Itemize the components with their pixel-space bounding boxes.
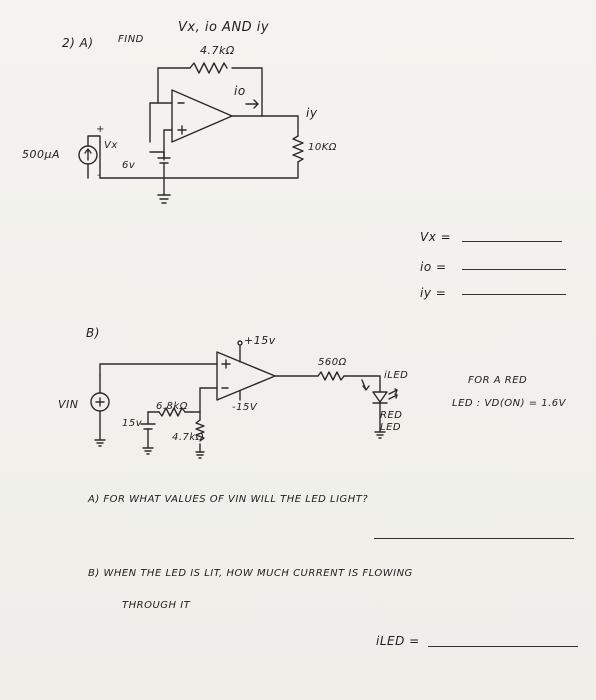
- circuit-a: [78, 62, 304, 204]
- led-label-line-2: LED: [380, 422, 402, 433]
- answer-iled-line[interactable]: [428, 646, 578, 647]
- vx-label: Vx: [104, 140, 118, 151]
- battery-b-label: 15v: [122, 418, 143, 429]
- led-current-label: iLED: [384, 370, 409, 381]
- answer-io-line[interactable]: [462, 269, 566, 270]
- r47k-label: 4.7kΩ: [172, 432, 204, 443]
- note-line-1: FOR A RED: [468, 375, 528, 386]
- answer-vx-line[interactable]: [462, 241, 562, 242]
- opamp-a-symbol: [171, 89, 233, 143]
- question-a-text: A) FOR WHAT VALUES OF VIN WILL THE LED L…: [88, 494, 369, 505]
- ground-a-symbol: [157, 194, 171, 204]
- r560-symbol: [317, 371, 345, 381]
- r47k-symbol: [195, 419, 205, 442]
- unknowns-label: Vx, io AND iy: [178, 20, 270, 35]
- feedback-resistor-label: 4.7kΩ: [200, 44, 235, 57]
- load-current-label: iy: [306, 106, 318, 120]
- answer-iy-label[interactable]: iy =: [420, 286, 447, 300]
- find-label: FIND: [118, 34, 144, 45]
- circuit-b: [90, 340, 398, 459]
- output-current-label: io: [234, 84, 246, 98]
- led-label-line-1: RED: [380, 410, 403, 421]
- question-a-answer-line[interactable]: [374, 538, 574, 539]
- part-a-heading: 2) A): [62, 36, 94, 50]
- supply-neg-label: -15V: [232, 402, 258, 413]
- battery-b-symbol: [140, 423, 156, 430]
- input-source-label: VIN: [58, 398, 79, 411]
- vx-minus-sign: -: [97, 170, 102, 181]
- answer-iled-label[interactable]: iLED =: [376, 634, 420, 648]
- load-resistor-symbol: [292, 135, 304, 163]
- question-b-text-1: B) WHEN THE LED IS LIT, HOW MUCH CURRENT…: [88, 568, 413, 579]
- answer-iy-line[interactable]: [462, 294, 566, 295]
- battery-a-label: 6v: [122, 160, 136, 171]
- r68k-symbol: [158, 407, 186, 417]
- feedback-resistor-symbol: [189, 62, 228, 74]
- part-b-heading: B): [86, 326, 100, 340]
- opamp-b-symbol: [216, 351, 276, 401]
- r68k-label: 6.8kΩ: [156, 401, 188, 412]
- note-line-2: LED : VD(ON) = 1.6V: [452, 398, 566, 409]
- answer-io-label[interactable]: io =: [420, 260, 447, 274]
- series-resistor-label: 560Ω: [318, 357, 347, 368]
- answer-vx-label[interactable]: Vx =: [420, 230, 452, 244]
- current-source-label: 500μA: [22, 148, 61, 161]
- supply-pos-label: +15v: [244, 334, 276, 347]
- vx-plus-sign: +: [96, 124, 105, 135]
- load-resistor-label: 10KΩ: [308, 142, 337, 153]
- led-symbol: [372, 391, 388, 403]
- question-b-text-2: THROUGH IT: [122, 600, 191, 611]
